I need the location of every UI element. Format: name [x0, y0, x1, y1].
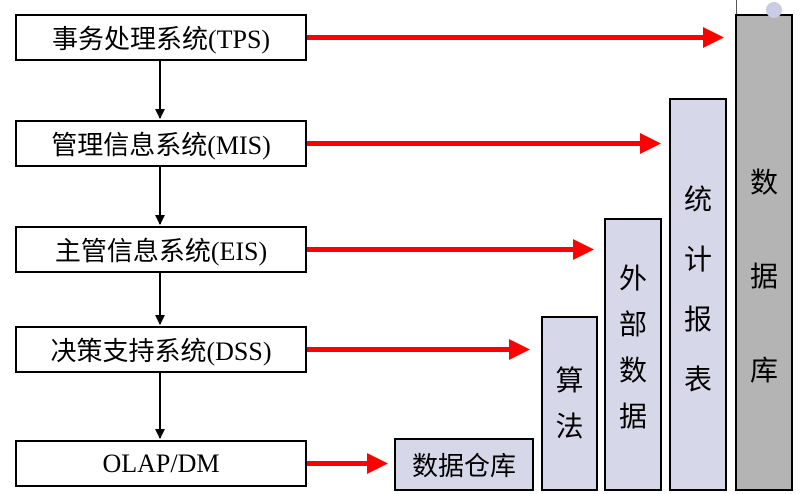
- column-label-data-warehouse: 数据仓库: [411, 452, 516, 482]
- column-char: 外: [618, 261, 647, 295]
- red-arrow-dss: [307, 339, 530, 360]
- system-label-olap: OLAP/DM: [102, 448, 220, 478]
- column-char: 据: [618, 399, 647, 433]
- system-label-eis: 主管信息系统(EIS): [54, 237, 268, 266]
- column-char: 计: [683, 242, 712, 276]
- column-statistical-report: 统 计 报 表: [669, 98, 727, 491]
- system-box-mis: 管理信息系统(MIS): [15, 120, 307, 167]
- column-char: 报: [683, 302, 712, 336]
- divider-line: [736, 0, 737, 14]
- system-box-dss: 决策支持系统(DSS): [15, 326, 307, 373]
- system-box-olap: OLAP/DM: [15, 440, 307, 487]
- system-label-mis: 管理信息系统(MIS): [51, 131, 271, 160]
- column-char: 数: [749, 166, 778, 199]
- red-arrow-mis: [307, 133, 661, 154]
- column-char: 算: [555, 363, 584, 397]
- column-data-warehouse: 数据仓库: [394, 438, 534, 491]
- system-box-tps: 事务处理系统(TPS): [15, 14, 307, 61]
- system-label-tps: 事务处理系统(TPS): [51, 25, 271, 54]
- column-char: 统: [683, 182, 712, 216]
- column-algorithm: 算 法: [541, 316, 598, 491]
- column-char: 部: [618, 307, 647, 341]
- red-arrow-eis: [307, 239, 594, 260]
- column-char: 数: [618, 353, 647, 387]
- decorative-dot: [766, 2, 782, 18]
- system-box-eis: 主管信息系统(EIS): [15, 226, 307, 273]
- column-database: 数 据 库: [735, 14, 793, 491]
- column-char: 表: [683, 362, 712, 396]
- column-char: 据: [749, 260, 778, 293]
- red-arrow-tps: [307, 27, 724, 48]
- column-char: 库: [749, 354, 778, 387]
- column-external-data: 外 部 数 据: [604, 218, 662, 491]
- red-arrow-olap: [307, 453, 388, 474]
- column-char: 法: [555, 409, 584, 443]
- system-label-dss: 决策支持系统(DSS): [50, 337, 272, 366]
